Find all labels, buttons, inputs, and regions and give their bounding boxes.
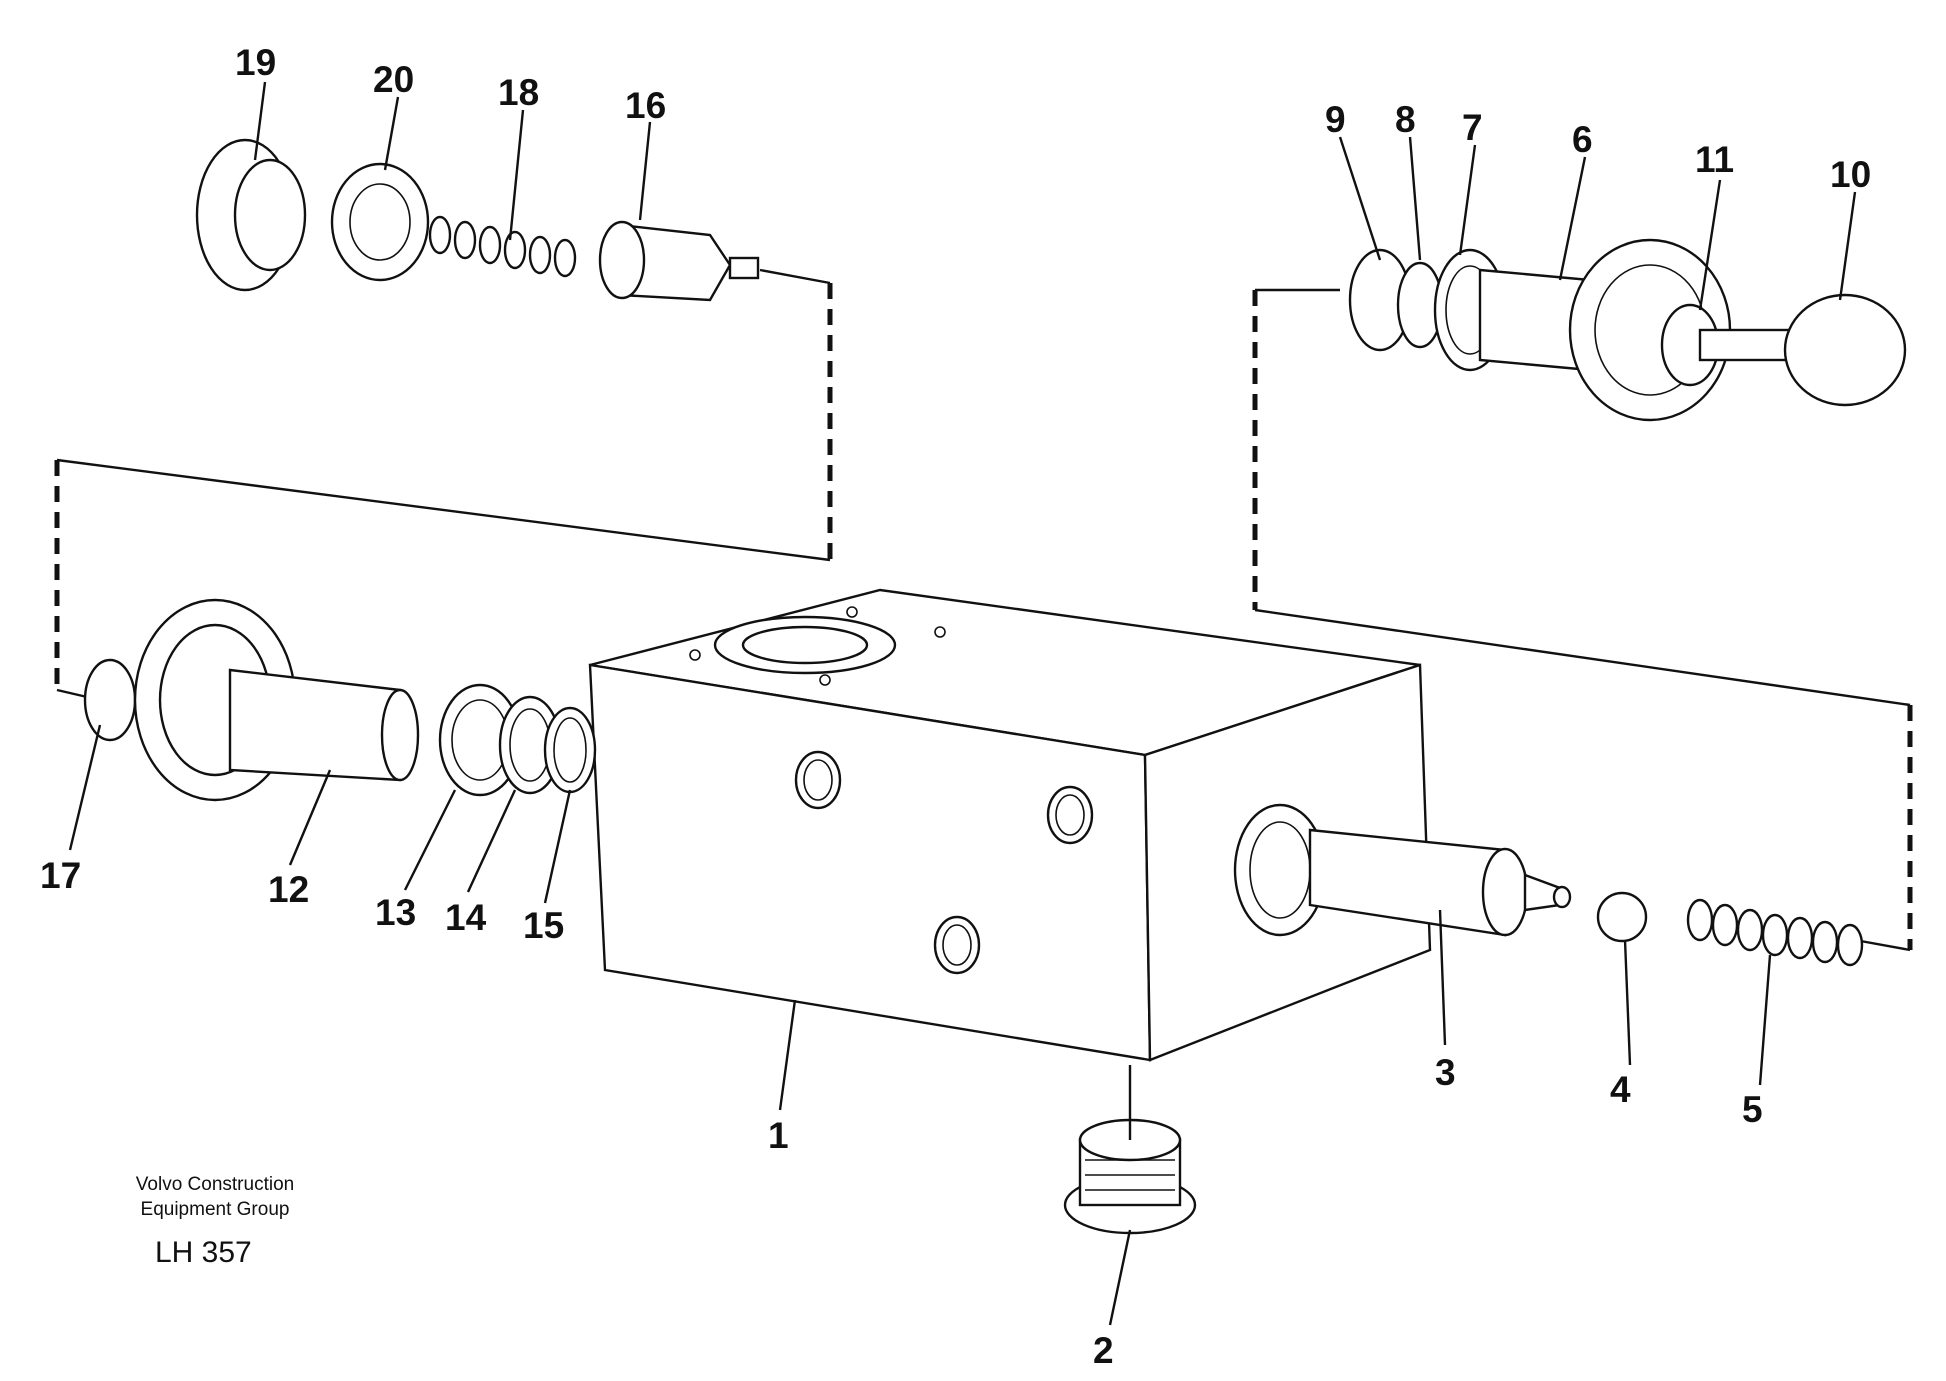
label-20: 20 xyxy=(373,59,414,100)
plunger-part-3 xyxy=(1308,828,1572,937)
label-4: 4 xyxy=(1610,1069,1631,1110)
caption-line-2: Equipment Group xyxy=(141,1199,290,1220)
part-labels: 19 20 18 16 9 8 7 6 11 10 17 12 13 14 15… xyxy=(40,42,1871,1371)
label-17: 17 xyxy=(40,855,81,896)
spring-part-5 xyxy=(1686,898,1864,967)
label-6: 6 xyxy=(1572,119,1593,160)
leader-lines xyxy=(68,81,1857,1326)
label-18: 18 xyxy=(498,72,539,113)
label-14: 14 xyxy=(445,897,487,938)
label-19: 19 xyxy=(235,42,276,83)
label-7: 7 xyxy=(1462,107,1483,148)
caption: Volvo Construction Equipment Group LH 35… xyxy=(136,1174,294,1269)
label-2: 2 xyxy=(1093,1330,1114,1371)
label-5: 5 xyxy=(1742,1089,1763,1130)
label-3: 3 xyxy=(1435,1052,1456,1093)
caption-line-1: Volvo Construction xyxy=(136,1174,294,1195)
label-16: 16 xyxy=(625,85,666,126)
left-cartridge-assembly xyxy=(83,598,597,802)
label-15: 15 xyxy=(523,905,564,946)
label-12: 12 xyxy=(268,869,309,910)
label-1: 1 xyxy=(768,1115,789,1156)
label-9: 9 xyxy=(1325,99,1346,140)
caption-code: LH 357 xyxy=(155,1236,252,1269)
label-8: 8 xyxy=(1395,99,1416,140)
label-11: 11 xyxy=(1695,139,1734,180)
linkage-right xyxy=(1252,288,1913,952)
ball-part-4 xyxy=(1596,891,1648,943)
valve-block-part-1 xyxy=(588,588,1432,1062)
top-right-assembly xyxy=(1348,238,1907,422)
label-13: 13 xyxy=(375,892,416,933)
top-left-assembly xyxy=(195,138,760,302)
label-10: 10 xyxy=(1830,154,1871,195)
